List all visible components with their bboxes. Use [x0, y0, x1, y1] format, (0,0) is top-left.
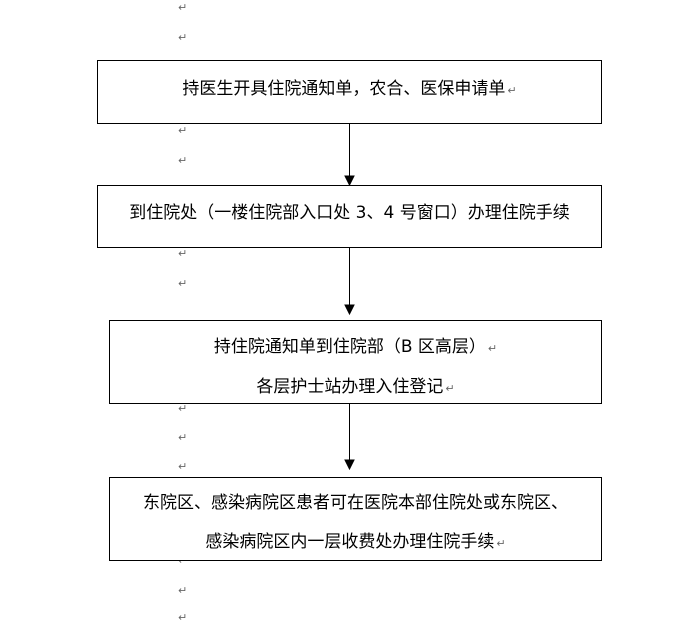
- paragraph-mark: ↵: [487, 342, 498, 355]
- paragraph-mark: ↵: [178, 247, 188, 260]
- paragraph-mark: ↵: [178, 431, 188, 444]
- flow-step-4: 东院区、感染病院区患者可在医院本部住院处或东院区、 感染病院区内一层收费处办理住…: [109, 477, 602, 561]
- paragraph-mark: ↵: [178, 277, 188, 290]
- paragraph-mark: ↵: [496, 537, 506, 550]
- flow-step-line: 持医生开具住院通知单，农合、医保申请单↵: [98, 81, 601, 98]
- flow-step-2: 到住院处（一楼住院部入口处 3、4 号窗口）办理住院手续: [97, 185, 602, 248]
- flow-step-line: 持住院通知单到住院部（B 区高层）↵: [110, 339, 601, 356]
- paragraph-mark: ↵: [178, 31, 188, 44]
- flow-step-3: 持住院通知单到住院部（B 区高层）↵ 各层护士站办理入住登记↵: [109, 320, 602, 404]
- arrow-1-head: [344, 175, 355, 187]
- flow-step-text: 持住院通知单到住院部（B 区高层）: [213, 337, 486, 357]
- flow-step-1: 持医生开具住院通知单，农合、医保申请单↵: [97, 60, 602, 124]
- flow-step-text: 东院区、感染病院区患者可在医院本部住院处或东院区、: [143, 493, 568, 513]
- flow-step-text: 各层护士站办理入住登记: [256, 377, 444, 397]
- flow-step-line: 东院区、感染病院区患者可在医院本部住院处或东院区、: [110, 495, 601, 512]
- flow-step-line: 各层护士站办理入住登记↵: [110, 379, 601, 396]
- paragraph-mark: ↵: [178, 460, 188, 473]
- flow-step-text: 持医生开具住院通知单，农合、医保申请单: [182, 79, 506, 99]
- paragraph-mark: ↵: [445, 382, 455, 395]
- paragraph-mark: ↵: [178, 402, 188, 415]
- arrow-2-head: [344, 304, 355, 316]
- flow-step-text: 到住院处（一楼住院部入口处 3、4 号窗口）办理住院手续: [129, 203, 570, 223]
- arrow-3-head: [344, 459, 355, 471]
- paragraph-mark: ↵: [178, 154, 188, 167]
- paragraph-mark: ↵: [507, 84, 517, 97]
- paragraph-mark: ↵: [178, 1, 188, 14]
- paragraph-mark: ↵: [178, 124, 188, 137]
- flow-step-line: 感染病院区内一层收费处办理住院手续↵: [110, 534, 601, 551]
- flow-step-text: 感染病院区内一层收费处办理住院手续: [205, 532, 495, 552]
- paragraph-mark: ↵: [178, 611, 188, 624]
- flow-step-line: 到住院处（一楼住院部入口处 3、4 号窗口）办理住院手续: [98, 205, 601, 222]
- paragraph-mark: ↵: [178, 584, 188, 597]
